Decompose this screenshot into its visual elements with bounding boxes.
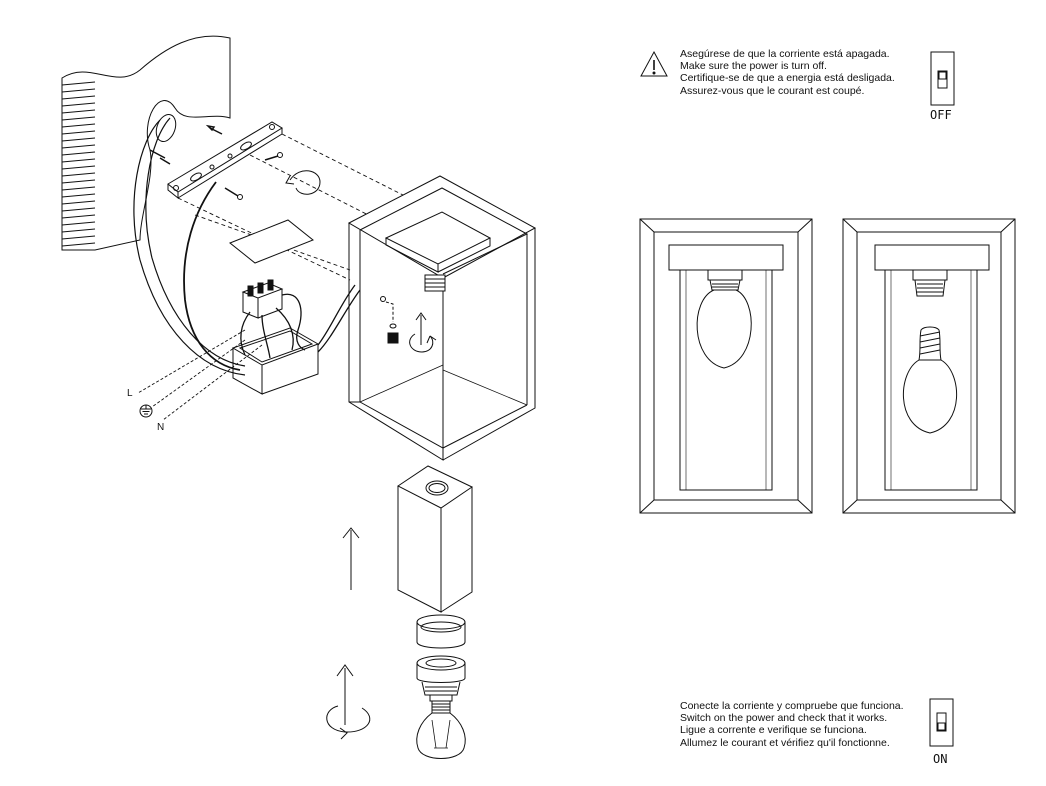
- switch-off-label: OFF: [930, 108, 952, 122]
- instruction-line-fr: Assurez-vous que le courant est coupé.: [680, 84, 865, 97]
- instruction-line-en: Switch on the power and check that it wo…: [680, 712, 888, 725]
- lamp-housing: [397, 465, 474, 613]
- switch-off-icon: [930, 51, 955, 106]
- alignment-guides: [177, 133, 406, 281]
- up-arrow-icon: [342, 527, 360, 590]
- warning-icon: [640, 50, 668, 77]
- instruction-line-fr: Allumez le courant et vérifiez qu'il fon…: [680, 736, 890, 749]
- lantern-front-view-bulb-removed: [842, 218, 1016, 514]
- instruction-line-en: Make sure the power is turn off.: [680, 60, 827, 73]
- lantern-front-view-installed: [639, 218, 813, 514]
- live-wire-label: L: [127, 388, 133, 399]
- switch-on-icon: [929, 698, 954, 747]
- instruction-line-pt: Certifique-se de que a energia está desl…: [680, 72, 895, 85]
- neutral-wire-label: N: [157, 422, 165, 433]
- light-bulb: [416, 700, 466, 759]
- gasket-plate: [229, 219, 314, 264]
- junction-box: [137, 279, 361, 421]
- lamp-socket: [416, 655, 466, 702]
- lantern-body: [347, 175, 537, 461]
- instruction-line-es: Conecte la corriente y compruebe que fun…: [680, 700, 904, 712]
- switch-on-label: ON: [933, 752, 948, 766]
- terminal-block: [241, 279, 284, 319]
- power-on-instructions: Conecte la corriente y compruebe que fun…: [680, 700, 904, 749]
- power-off-instructions: Asegúrese de que la corriente está apaga…: [680, 48, 895, 97]
- retaining-ring: [416, 614, 466, 649]
- instruction-line-pt: Ligue a corrente e verifique se funciona…: [680, 724, 867, 737]
- instruction-line-es: Asegúrese de que la corriente está apaga…: [680, 48, 890, 60]
- rotate-arrow-icon: [326, 664, 371, 740]
- earth-ground-icon: [139, 404, 153, 418]
- mounting-bracket: [149, 121, 321, 200]
